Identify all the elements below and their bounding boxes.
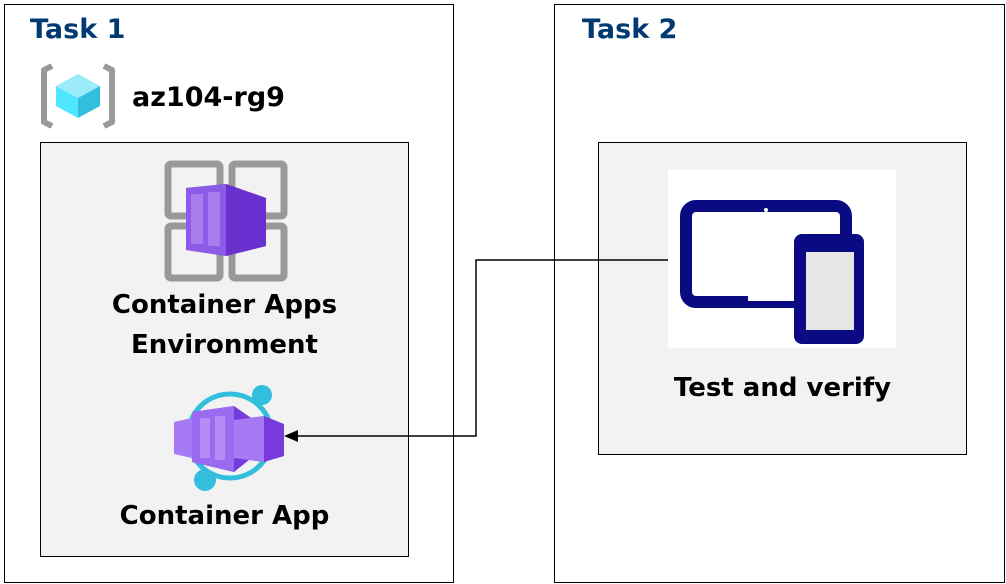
test-label: Test and verify [673,373,892,403]
container-apps-environment-icon [164,160,288,282]
task1-title: Task 1 [30,14,126,45]
devices-icon [668,170,896,348]
container-app-label: Container App [119,501,330,531]
environment-label-line1: Container Apps [111,290,338,320]
resource-group-name: az104-rg9 [132,82,285,113]
task2-box [554,4,1005,583]
environment-label-line2: Environment [131,330,318,360]
resource-group-icon [41,63,115,129]
task1-box [4,4,454,583]
task2-title: Task 2 [582,14,678,45]
container-app-icon [174,385,284,491]
